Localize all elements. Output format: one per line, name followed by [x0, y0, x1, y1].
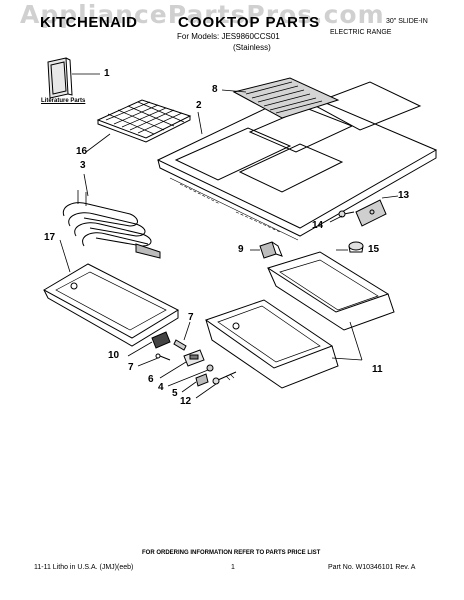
literature-parts-label: Literature Parts: [41, 98, 86, 104]
grill-switch: [183, 349, 205, 367]
callout-11: 11: [372, 364, 383, 375]
brand-name: KITCHENAID: [40, 14, 138, 31]
vent-grille: [232, 77, 340, 119]
literature-booklet: [47, 57, 73, 99]
finish-label: (Stainless): [233, 43, 271, 52]
grill-heating-element: [62, 190, 161, 259]
spring-clip-upper: [173, 339, 187, 351]
ordering-info: FOR ORDERING INFORMATION REFER TO PARTS …: [142, 550, 321, 556]
grommet: [348, 241, 364, 253]
callout-9: 9: [238, 244, 244, 255]
page-title: COOKTOP PARTS: [178, 14, 321, 31]
drip-pan: [42, 263, 180, 347]
callout-6: 6: [148, 374, 154, 385]
part-number: Part No. W10346101 Rev. A: [328, 564, 416, 571]
callout-5: 5: [172, 388, 178, 399]
cooktop-top: [156, 81, 438, 241]
callout-7-lower: 7: [128, 362, 134, 373]
models-line: For Models: JES9860CCS01: [177, 32, 280, 41]
drip-tray-lower: [204, 299, 339, 389]
connector-block: [195, 373, 209, 387]
terminal-plate: [151, 331, 171, 349]
callout-7-upper: 7: [188, 312, 194, 323]
callout-8: 8: [212, 84, 218, 95]
screw-12: [212, 371, 237, 385]
appliance-type: ELECTRIC RANGE: [330, 29, 392, 36]
screw-14: [338, 210, 355, 218]
grill-rack: [96, 99, 192, 143]
mounting-bracket: [355, 199, 387, 227]
callout-13: 13: [398, 190, 410, 201]
litho-info: 11-11 Litho in U.S.A. (JMJ)(eeb): [34, 564, 134, 571]
callout-3: 3: [80, 160, 86, 171]
nut: [206, 364, 214, 372]
callout-16: 16: [76, 146, 88, 157]
callout-14: 14: [312, 220, 324, 231]
switch-block: [259, 241, 283, 259]
drip-tray-upper: [266, 251, 395, 331]
callout-4: 4: [158, 382, 164, 393]
callout-15: 15: [368, 244, 380, 255]
callout-17: 17: [44, 232, 56, 243]
watermark: AppliancePartsPros.com: [20, 0, 385, 29]
spring-clip-lower: [155, 353, 171, 361]
callout-2: 2: [196, 100, 202, 111]
callout-1: 1: [104, 68, 110, 79]
section-label: 30" SLIDE-IN: [386, 18, 428, 25]
callout-10: 10: [108, 350, 120, 361]
page-number: 1: [231, 564, 235, 571]
callout-12: 12: [180, 396, 192, 407]
leader-lines: [59, 73, 399, 399]
